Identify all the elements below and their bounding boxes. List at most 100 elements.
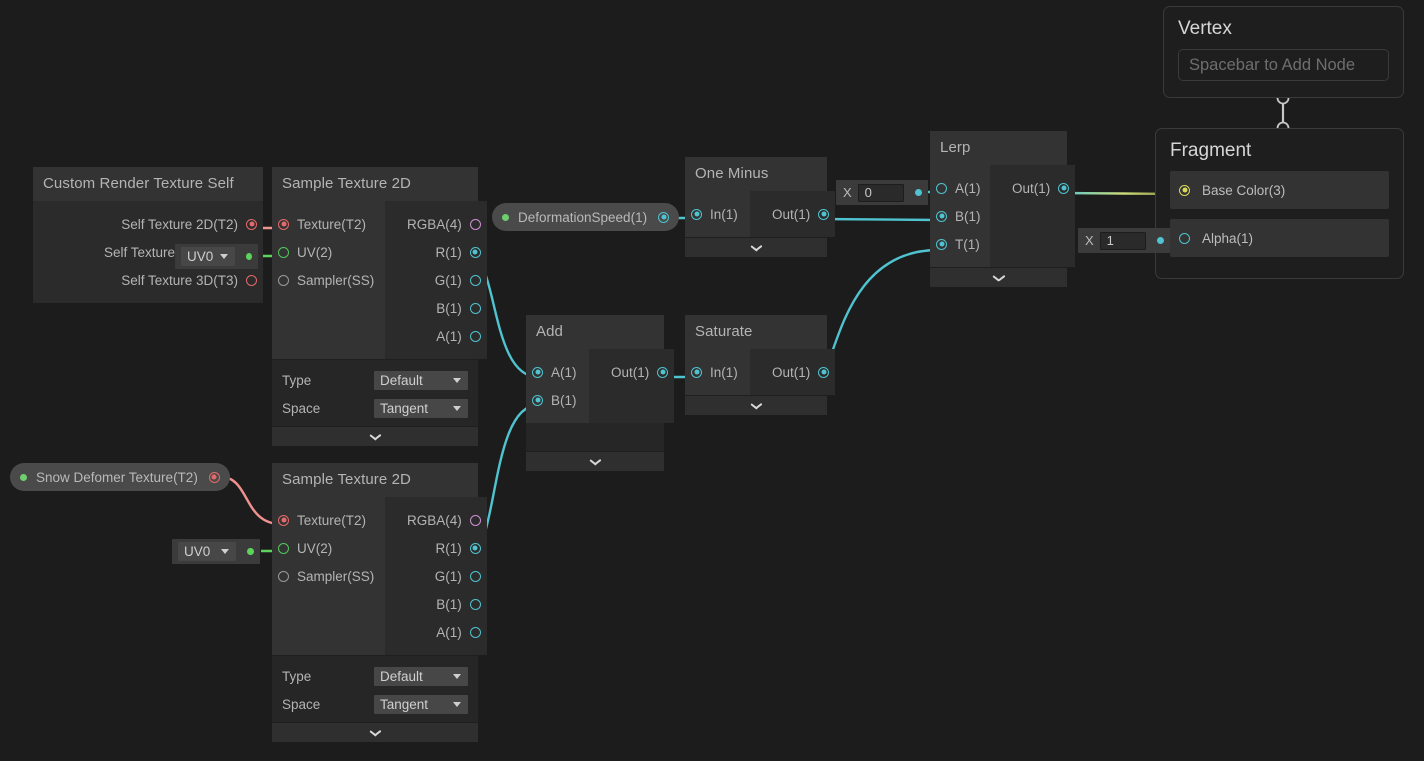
node-expander-button[interactable] <box>526 451 664 471</box>
port-sampler-in[interactable]: Sampler(SS) <box>272 266 385 294</box>
uv0-dropdown-bottom[interactable]: UV0 <box>178 542 237 561</box>
port-dot-out-icon[interactable] <box>818 208 830 220</box>
vector1-field-lerp-a[interactable]: X 0 <box>836 180 928 205</box>
uv0-dropdown-top-port[interactable] <box>245 253 252 260</box>
vector1-output-port[interactable] <box>914 189 922 196</box>
port-dot-g-icon[interactable] <box>469 570 481 582</box>
setting-type[interactable]: Type Default <box>272 366 478 394</box>
uv0-dropdown-top[interactable]: UV0 <box>181 247 235 266</box>
port-r-out[interactable]: R(1) <box>414 534 487 562</box>
property-output-port[interactable] <box>658 211 670 223</box>
port-dot-b-icon[interactable] <box>469 598 481 610</box>
node-sample-texture-2d-top[interactable]: Sample Texture 2D Texture(T2) UV(2) Samp… <box>272 167 487 446</box>
port-dot-out-icon[interactable] <box>657 366 669 378</box>
port-dot-b-icon[interactable] <box>469 302 481 314</box>
property-output-port[interactable] <box>208 471 220 483</box>
master-node-vertex[interactable]: Vertex Spacebar to Add Node <box>1163 6 1404 98</box>
port-texture-in[interactable]: Texture(T2) <box>272 506 385 534</box>
port-r-out[interactable]: R(1) <box>414 238 487 266</box>
port-out[interactable]: Out(1) <box>589 358 674 386</box>
setting-type[interactable]: Type Default <box>272 662 478 690</box>
port-a-out[interactable]: A(1) <box>414 322 487 350</box>
port-dot-texture-icon[interactable] <box>278 514 289 526</box>
port-a-out[interactable]: A(1) <box>414 618 487 646</box>
fragment-row-alpha[interactable]: Alpha(1) <box>1170 219 1389 257</box>
port-out[interactable]: Out(1) <box>990 174 1075 202</box>
port-dot-a-icon[interactable] <box>469 330 481 342</box>
port-dot-b-icon[interactable] <box>936 210 947 222</box>
port-dot-base-color-icon[interactable] <box>1179 184 1190 196</box>
port-out[interactable]: Out(1) <box>750 358 835 386</box>
node-expander-button[interactable] <box>685 237 827 257</box>
node-add[interactable]: Add A(1) B(1) Out(1) <box>526 315 675 471</box>
uv0-dropdown-top-wrapper[interactable]: UV0 <box>175 244 258 269</box>
property-deformation-speed[interactable]: DeformationSpeed(1) <box>492 203 680 231</box>
port-dot-sampler-icon[interactable] <box>278 274 289 286</box>
port-b-in[interactable]: B(1) <box>930 202 990 230</box>
port-texture-in[interactable]: Texture(T2) <box>272 210 385 238</box>
port-self-texture-3d[interactable]: Self Texture 3D(T3) <box>99 266 263 294</box>
port-rgba-out[interactable]: RGBA(4) <box>385 506 487 534</box>
vector1-output-port[interactable] <box>1156 237 1164 244</box>
vector1-input[interactable]: 1 <box>1099 231 1146 250</box>
node-expander-button[interactable] <box>930 267 1067 287</box>
port-a-in[interactable]: A(1) <box>930 174 990 202</box>
port-dot-g-icon[interactable] <box>469 274 481 286</box>
port-dot-r-icon[interactable] <box>469 542 481 554</box>
port-uv-in[interactable]: UV(2) <box>272 238 385 266</box>
node-expander-button[interactable] <box>685 395 827 415</box>
port-b-out[interactable]: B(1) <box>414 294 487 322</box>
node-lerp[interactable]: Lerp A(1) B(1) T(1) Out(1) <box>930 131 1076 287</box>
node-saturate[interactable]: Saturate In(1) Out(1) <box>685 315 836 415</box>
vector1-field-alpha[interactable]: X 1 <box>1078 228 1170 253</box>
port-rgba-out[interactable]: RGBA(4) <box>385 210 487 238</box>
port-g-out[interactable]: G(1) <box>413 562 487 590</box>
master-node-fragment[interactable]: Fragment Base Color(3) Alpha(1) <box>1155 128 1404 279</box>
port-dot-rgba-icon[interactable] <box>469 218 481 230</box>
node-expander-button[interactable] <box>272 426 478 446</box>
vertex-add-node-slot[interactable]: Spacebar to Add Node <box>1178 49 1389 81</box>
uv0-dropdown-bottom-wrapper[interactable]: UV0 <box>172 539 260 564</box>
setting-space[interactable]: Space Tangent <box>272 394 478 422</box>
port-dot-a-icon[interactable] <box>532 366 543 378</box>
port-dot-uv-icon[interactable] <box>278 542 289 554</box>
port-dot-b-icon[interactable] <box>532 394 543 406</box>
port-g-out[interactable]: G(1) <box>413 266 487 294</box>
port-self-texture-2d[interactable]: Self Texture 2D(T2) <box>99 210 263 238</box>
port-uv-in[interactable]: UV(2) <box>272 534 385 562</box>
port-dot-texture-icon[interactable] <box>278 218 289 230</box>
vector1-input[interactable]: 0 <box>857 183 904 202</box>
port-dot-texture3d-icon[interactable] <box>246 274 257 286</box>
port-out[interactable]: Out(1) <box>750 200 835 228</box>
node-one-minus[interactable]: One Minus In(1) Out(1) <box>685 157 836 257</box>
port-dot-out-icon[interactable] <box>1058 182 1070 194</box>
port-b-out[interactable]: B(1) <box>414 590 487 618</box>
port-in[interactable]: In(1) <box>685 358 750 386</box>
setting-type-dropdown[interactable]: Default <box>374 666 468 686</box>
port-dot-r-icon[interactable] <box>469 246 481 258</box>
port-dot-alpha-icon[interactable] <box>1179 232 1190 244</box>
port-dot-in-icon[interactable] <box>691 366 702 378</box>
port-a-in[interactable]: A(1) <box>526 358 589 386</box>
property-snow-deformer-texture[interactable]: Snow Defomer Texture(T2) <box>10 463 230 491</box>
port-sampler-in[interactable]: Sampler(SS) <box>272 562 385 590</box>
setting-space-dropdown[interactable]: Tangent <box>374 694 468 714</box>
port-b-in[interactable]: B(1) <box>526 386 589 414</box>
port-dot-out-icon[interactable] <box>818 366 830 378</box>
port-dot-sampler-icon[interactable] <box>278 570 289 582</box>
uv0-dropdown-bottom-port[interactable] <box>247 548 254 555</box>
port-dot-t-icon[interactable] <box>936 238 947 250</box>
fragment-row-base-color[interactable]: Base Color(3) <box>1170 171 1389 209</box>
port-dot-uv-icon[interactable] <box>278 246 289 258</box>
setting-space[interactable]: Space Tangent <box>272 690 478 718</box>
port-dot-texture-icon[interactable] <box>246 218 257 230</box>
setting-type-dropdown[interactable]: Default <box>374 370 468 390</box>
port-in[interactable]: In(1) <box>685 200 750 228</box>
node-sample-texture-2d-bottom[interactable]: Sample Texture 2D Texture(T2) UV(2) Samp… <box>272 463 487 742</box>
setting-space-dropdown[interactable]: Tangent <box>374 398 468 418</box>
node-custom-render-texture-self[interactable]: Custom Render Texture Self Self Texture … <box>33 167 263 303</box>
port-dot-a-icon[interactable] <box>469 626 481 638</box>
port-dot-rgba-icon[interactable] <box>469 514 481 526</box>
port-t-in[interactable]: T(1) <box>930 230 990 258</box>
